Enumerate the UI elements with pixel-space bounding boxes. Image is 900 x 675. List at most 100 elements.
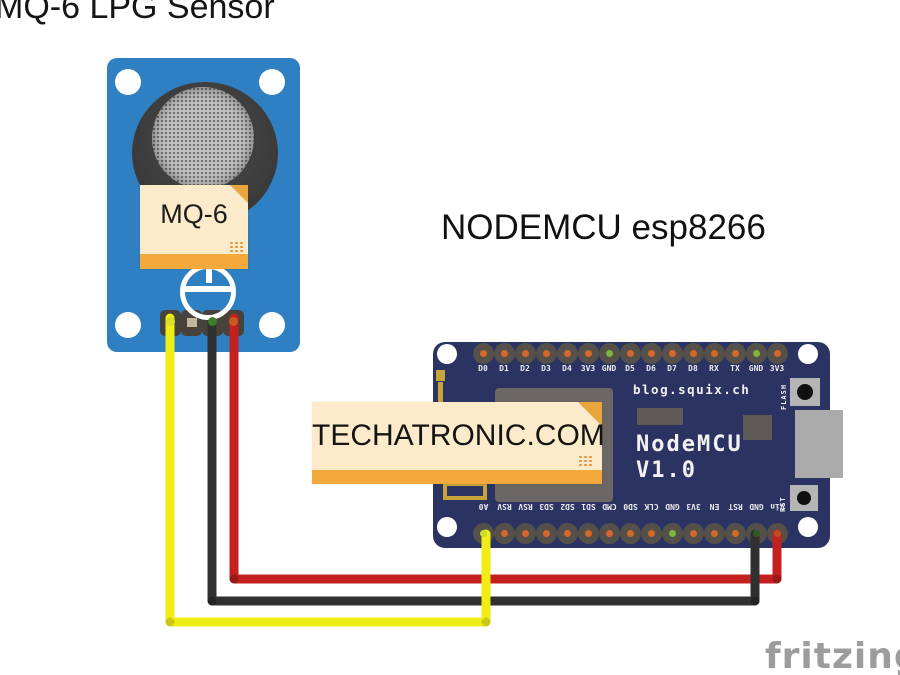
pin-dot: [584, 529, 592, 537]
pin-dot: [773, 349, 781, 357]
smd-component: [743, 415, 772, 440]
antenna-trace: [436, 370, 445, 381]
nodemcu-pin-d7-9: [661, 342, 683, 364]
pin-label-d2: D2: [520, 364, 530, 373]
mounting-hole: [437, 517, 457, 537]
techatronic-logo-icon: [180, 261, 236, 320]
wire-bendpoint: [750, 596, 760, 606]
techatronic-sticker-label: TECHATRONIC.COM: [312, 419, 605, 452]
pin-dot: [689, 349, 697, 357]
wire-bendpoint: [229, 574, 239, 584]
nodemcu-pin-3v3-10: [682, 522, 704, 544]
nodemcu-pin-d0-0: [472, 342, 494, 364]
mounting-hole: [437, 344, 457, 364]
pin-label-d1: D1: [499, 364, 509, 373]
sticker-dots: [229, 241, 243, 252]
techatronic-sticker: TECHATRONIC.COM: [312, 402, 605, 484]
smd-component: [637, 408, 683, 425]
pin-dot: [668, 529, 676, 537]
mq6-label-sticker: MQ-6: [140, 185, 248, 269]
nodemcu-pin-sd2-4: [556, 522, 578, 544]
logo-crosshair-v: [206, 261, 212, 283]
red-wire-vin: [229, 313, 782, 584]
nodemcu-pin-gnd-9: [661, 522, 683, 544]
pin-label-d3: D3: [541, 364, 551, 373]
pin-label-d8: D8: [688, 364, 698, 373]
mounting-hole: [115, 69, 141, 95]
nodemcu-pin-d8-10: [682, 342, 704, 364]
nodemcu-pin-d3-3: [535, 342, 557, 364]
rst-button-cap: [797, 491, 811, 505]
pin-dot: [521, 349, 529, 357]
gas-sensor-mesh: [152, 87, 254, 189]
nodemcu-pin-3v3-5: [577, 342, 599, 364]
pin-dot: [563, 349, 571, 357]
mq6-sticker-label: MQ-6: [160, 199, 228, 229]
mounting-hole: [115, 312, 141, 338]
pin-dot: [668, 349, 676, 357]
fritzing-watermark: fritzing: [765, 636, 900, 675]
antenna-trace: [443, 482, 487, 500]
pin-dot: [542, 349, 550, 357]
mounting-hole: [259, 69, 285, 95]
flash-button-cap: [797, 384, 813, 400]
pin-label-d4: D4: [562, 364, 572, 373]
sticker-strip: [312, 470, 602, 484]
nodemcu-pin-3v3-14: [766, 342, 788, 364]
pin-dot: [500, 529, 508, 537]
pin-dot: [479, 349, 487, 357]
sticker-dots: [578, 455, 594, 467]
pin-dot: [542, 529, 550, 537]
pin-dot: [229, 317, 238, 326]
nodemcu-pin-gnd-6: [598, 342, 620, 364]
nodemcu-pin-d5-7: [619, 342, 641, 364]
pin-dot: [647, 529, 655, 537]
flash-button: [790, 378, 820, 406]
pin-dot: [689, 529, 697, 537]
nodemcu-pin-en-11: [703, 522, 725, 544]
model-name: NodeMCU: [636, 432, 743, 457]
pin-dot: [626, 529, 634, 537]
pin-dot: [605, 349, 613, 357]
pin-dot: [208, 317, 217, 326]
pin-dot: [710, 349, 718, 357]
pin-dot: [584, 349, 592, 357]
nodemcu-pin-d1-1: [493, 342, 515, 364]
nodemcu-pin-gnd-13: [745, 342, 767, 364]
pin-dot: [731, 529, 739, 537]
brand-text: blog.squix.ch: [633, 382, 751, 397]
pin-dot: [773, 529, 781, 537]
nodemcu-pin-rsv-1: [493, 522, 515, 544]
nodemcu-pin-d6-8: [640, 342, 662, 364]
wire-bendpoint: [165, 617, 175, 627]
pin-dot: [166, 317, 175, 326]
pin-dot: [626, 349, 634, 357]
wire-bendpoint: [772, 574, 782, 584]
nodemcu-pin-d4-4: [556, 342, 578, 364]
pin-dot: [752, 529, 760, 537]
pin-pad: [187, 318, 197, 327]
nodemcu-pin-rx-11: [703, 342, 725, 364]
pin-dot: [752, 349, 760, 357]
nodemcu-pin-d2-2: [514, 342, 536, 364]
pin-label-rx: RX: [709, 364, 719, 373]
sticker-fold: [578, 402, 602, 426]
logo-crosshair-h: [183, 286, 235, 292]
sticker-fold: [230, 185, 248, 203]
nodemcu-pin-vin-14: [766, 522, 788, 544]
sticker-strip: [140, 254, 248, 269]
pin-label-d7: D7: [667, 364, 677, 373]
nodemcu-pin-clk-8: [640, 522, 662, 544]
wire-bendpoint: [207, 596, 217, 606]
pin-label-d5: D5: [625, 364, 635, 373]
pin-label-d0: D0: [478, 364, 488, 373]
pin-dot: [731, 349, 739, 357]
nodemcu-pin-sd3-3: [535, 522, 557, 544]
nodemcu-heading: NODEMCU esp8266: [441, 208, 766, 247]
pin-label-d6: D6: [646, 364, 656, 373]
rst-button: [790, 485, 818, 511]
pin-label-gnd: GND: [748, 364, 764, 373]
